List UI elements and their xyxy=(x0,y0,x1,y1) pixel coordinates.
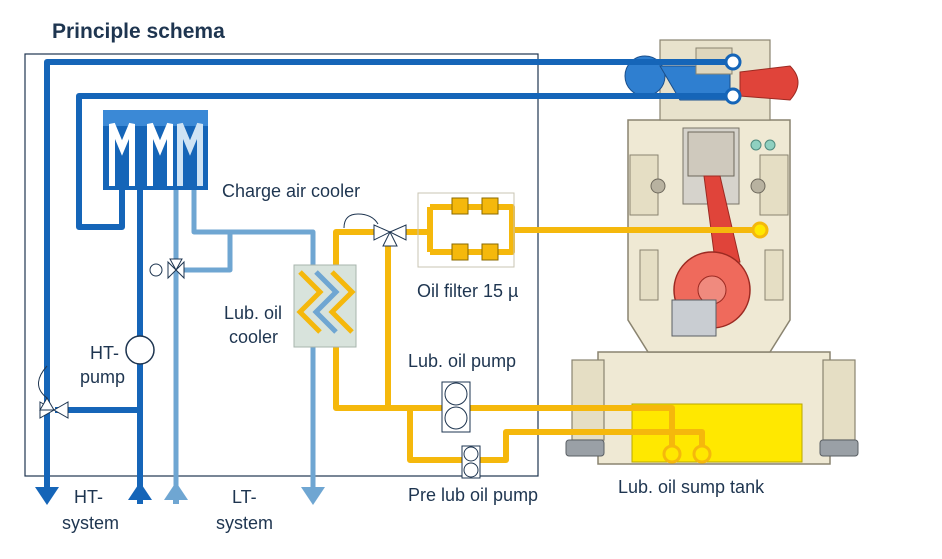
oil-from-cooler xyxy=(333,229,374,268)
lt-water-circuit xyxy=(173,188,316,500)
ht-return-from-engine xyxy=(76,93,733,230)
lt-to-oil-cooler xyxy=(191,188,316,268)
label-lub-oil-cooler-1: Lub. oil xyxy=(224,303,283,323)
label-lub-oil-pump: Lub. oil pump xyxy=(408,351,517,371)
label-lt-system-1: LT- xyxy=(232,487,257,507)
lub-oil-circuit xyxy=(333,204,760,463)
label-ht-pump-1: HT- xyxy=(90,343,119,363)
diagram-title: Principle schema xyxy=(52,20,225,43)
engine-foot-left xyxy=(565,439,605,457)
lt-bypass-line xyxy=(184,232,233,273)
lub-oil-pump xyxy=(441,381,471,433)
label-pre-lub-oil-pump: Pre lub oil pump xyxy=(408,485,539,505)
label-lt-system-2: system xyxy=(216,513,274,533)
label-lub-oil-sump-tank: Lub. oil sump tank xyxy=(618,477,765,497)
piston xyxy=(687,131,735,177)
lt-three-way-valve xyxy=(149,258,185,280)
label-ht-system-2: system xyxy=(62,513,120,533)
lub-oil-cooler xyxy=(293,264,357,348)
ht-system-outlet-arrow xyxy=(35,487,59,505)
charge-air-cooler xyxy=(103,110,208,190)
oil-cooler-outlet xyxy=(333,345,675,448)
ht-flow-to-engine xyxy=(44,59,733,492)
schema-frame xyxy=(24,53,539,477)
lt-system-inlet-arrow xyxy=(164,482,188,500)
label-ht-pump-2: pump xyxy=(80,367,126,387)
label-oil-filter: Oil filter 15 µ xyxy=(417,281,519,301)
oil-pump-line xyxy=(407,408,705,463)
label-lub-oil-cooler-2: cooler xyxy=(229,327,279,347)
oil-filter xyxy=(417,192,515,268)
ht-three-way-valve xyxy=(38,365,69,419)
pre-lub-oil-pump xyxy=(461,445,481,479)
connecting-rod xyxy=(703,175,741,269)
engine xyxy=(565,39,859,465)
ht-system-inlet-arrow xyxy=(128,482,152,500)
label-ht-system-1: HT- xyxy=(74,487,103,507)
oil-three-way-valve xyxy=(343,213,407,247)
lt-system-outlet-arrow xyxy=(301,487,325,505)
label-charge-air-cooler: Charge air cooler xyxy=(222,181,361,201)
exhaust-manifold xyxy=(739,65,799,101)
oil-filter-top xyxy=(427,204,515,255)
engine-foot-right xyxy=(819,439,859,457)
ht-pump xyxy=(125,335,155,365)
